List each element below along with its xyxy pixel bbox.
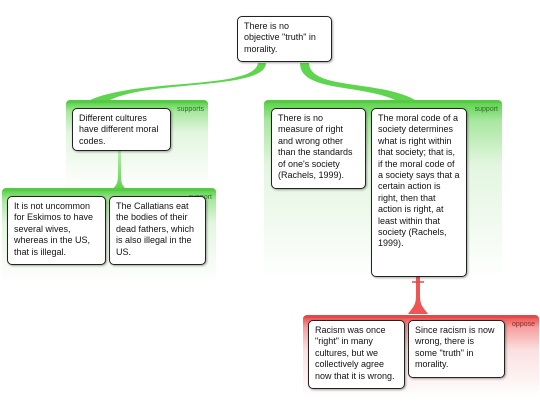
node-measure-text: There is no measure of right and wrong o… <box>278 113 353 181</box>
group-label-support-right: support <box>474 106 498 113</box>
node-racism-now[interactable]: Since racism is now wrong, there is some… <box>408 320 505 378</box>
node-cultures[interactable]: Different cultures have different moral … <box>72 108 171 151</box>
connector-root-to-left <box>90 63 266 100</box>
group-label-supports: supports <box>177 106 204 113</box>
node-racism-now-text: Since racism is now wrong, there is some… <box>415 325 495 370</box>
root-claim-text: There is no objective "truth" in moralit… <box>244 21 316 54</box>
node-racism-once[interactable]: Racism was once "right" in many cultures… <box>308 320 405 389</box>
node-eskimos-text: It is not uncommon for Eskimos to have s… <box>14 201 94 257</box>
node-moral-code-text: The moral code of a society determines w… <box>378 113 460 249</box>
root-claim-box[interactable]: There is no objective "truth" in moralit… <box>237 16 332 62</box>
node-moral-code[interactable]: The moral code of a society determines w… <box>371 108 467 277</box>
node-callatians-text: The Callatians eat the bodies of their d… <box>116 201 195 257</box>
node-measure[interactable]: There is no measure of right and wrong o… <box>271 108 366 189</box>
node-eskimos[interactable]: It is not uncommon for Eskimos to have s… <box>7 196 106 265</box>
node-callatians[interactable]: The Callatians eat the bodies of their d… <box>109 196 206 265</box>
group-label-oppose: oppose <box>512 321 535 328</box>
node-cultures-text: Different cultures have different moral … <box>79 113 159 146</box>
connector-moral-code-to-oppose <box>408 276 428 314</box>
node-racism-once-text: Racism was once "right" in many cultures… <box>315 325 395 381</box>
connector-root-to-right <box>300 63 415 100</box>
